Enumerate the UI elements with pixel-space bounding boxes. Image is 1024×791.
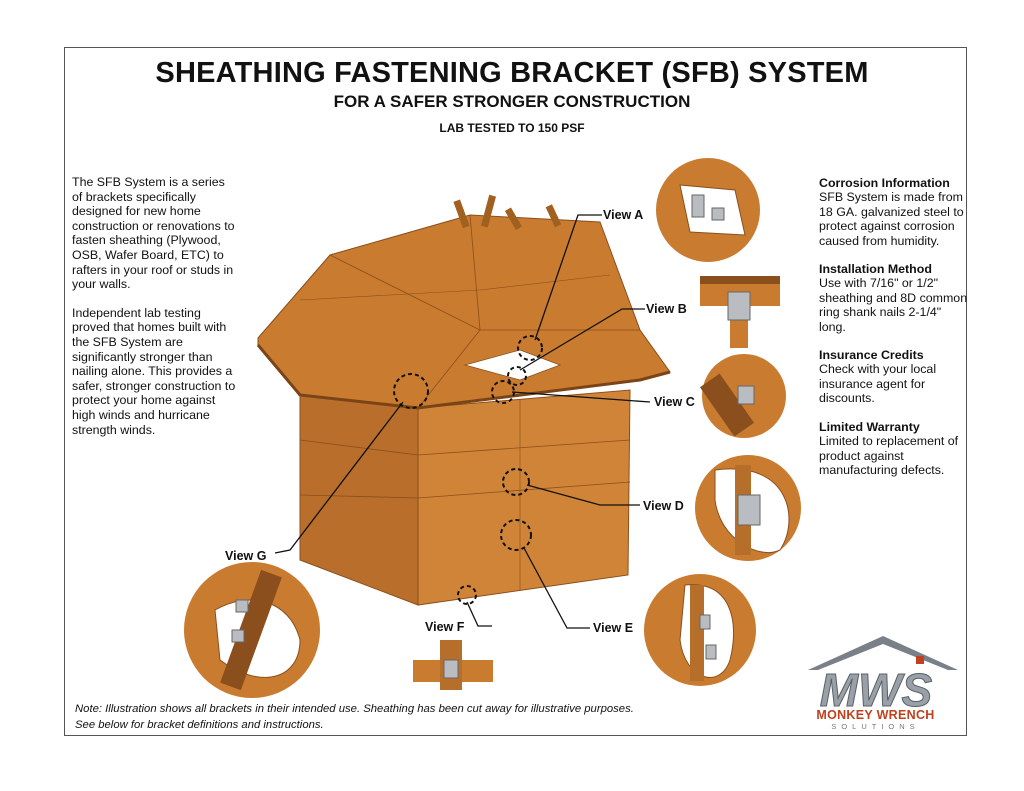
label-view-a: View A bbox=[603, 208, 644, 222]
label-view-c: View C bbox=[654, 395, 695, 409]
leader-lines bbox=[274, 214, 651, 629]
detail-view-d bbox=[695, 455, 801, 561]
info-insurance: Insurance Credits Check with your local … bbox=[819, 348, 969, 406]
logo-sub: SOLUTIONS bbox=[831, 722, 920, 731]
company-logo: MWS MONKEY WRENCH SOLUTIONS bbox=[788, 630, 963, 731]
detail-view-g bbox=[184, 562, 320, 698]
label-view-d: View D bbox=[643, 499, 684, 513]
label-view-f: View F bbox=[425, 620, 465, 634]
page-tagline: LAB TESTED TO 150 PSF bbox=[439, 121, 585, 135]
intro-paragraph-2: Independent lab testing proved that home… bbox=[72, 305, 236, 437]
logo-brand: MONKEY WRENCH bbox=[816, 708, 935, 722]
page-title: SHEATHING FASTENING BRACKET (SFB) SYSTEM bbox=[155, 57, 869, 89]
info-body: Limited to replacement of product agains… bbox=[819, 434, 959, 477]
label-view-g: View G bbox=[225, 549, 267, 563]
footnote: Note: Illustration shows all brackets in… bbox=[75, 701, 715, 733]
detail-view-a bbox=[656, 158, 760, 262]
info-body: Use with 7/16" or 1/2" sheathing and 8D … bbox=[819, 276, 968, 334]
logo-mark: MWS bbox=[808, 636, 958, 717]
footnote-line-2: See below for bracket definitions and in… bbox=[75, 719, 324, 731]
info-installation: Installation Method Use with 7/16" or 1/… bbox=[819, 262, 969, 334]
info-warranty: Limited Warranty Limited to replacement … bbox=[819, 420, 969, 478]
logo-letters: MWS bbox=[820, 664, 933, 710]
info-heading: Insurance Credits bbox=[819, 348, 924, 363]
roof bbox=[256, 194, 671, 410]
label-view-b: View B bbox=[646, 302, 687, 316]
info-body: SFB System is made from 18 GA. galvanize… bbox=[819, 190, 964, 248]
intro-text: The SFB System is a series of brackets s… bbox=[72, 175, 237, 451]
detail-view-f bbox=[413, 640, 493, 690]
house-walls bbox=[299, 389, 631, 606]
info-corrosion: Corrosion Information SFB System is made… bbox=[819, 176, 969, 248]
detail-view-e bbox=[644, 574, 756, 686]
info-heading: Limited Warranty bbox=[819, 419, 920, 434]
info-panel: Corrosion Information SFB System is made… bbox=[819, 176, 969, 491]
info-heading: Corrosion Information bbox=[819, 176, 950, 190]
intro-paragraph-1: The SFB System is a series of brackets s… bbox=[72, 175, 235, 292]
info-heading: Installation Method bbox=[819, 262, 932, 277]
info-body: Check with your local insurance agent fo… bbox=[819, 362, 937, 406]
label-view-e: View E bbox=[593, 621, 634, 635]
detail-view-b bbox=[700, 276, 780, 348]
footnote-line-1: Note: Illustration shows all brackets in… bbox=[75, 703, 634, 715]
page-frame bbox=[64, 47, 967, 736]
page-subtitle: FOR A SAFER STRONGER CONSTRUCTION bbox=[333, 92, 691, 111]
detail-view-c bbox=[699, 354, 786, 438]
